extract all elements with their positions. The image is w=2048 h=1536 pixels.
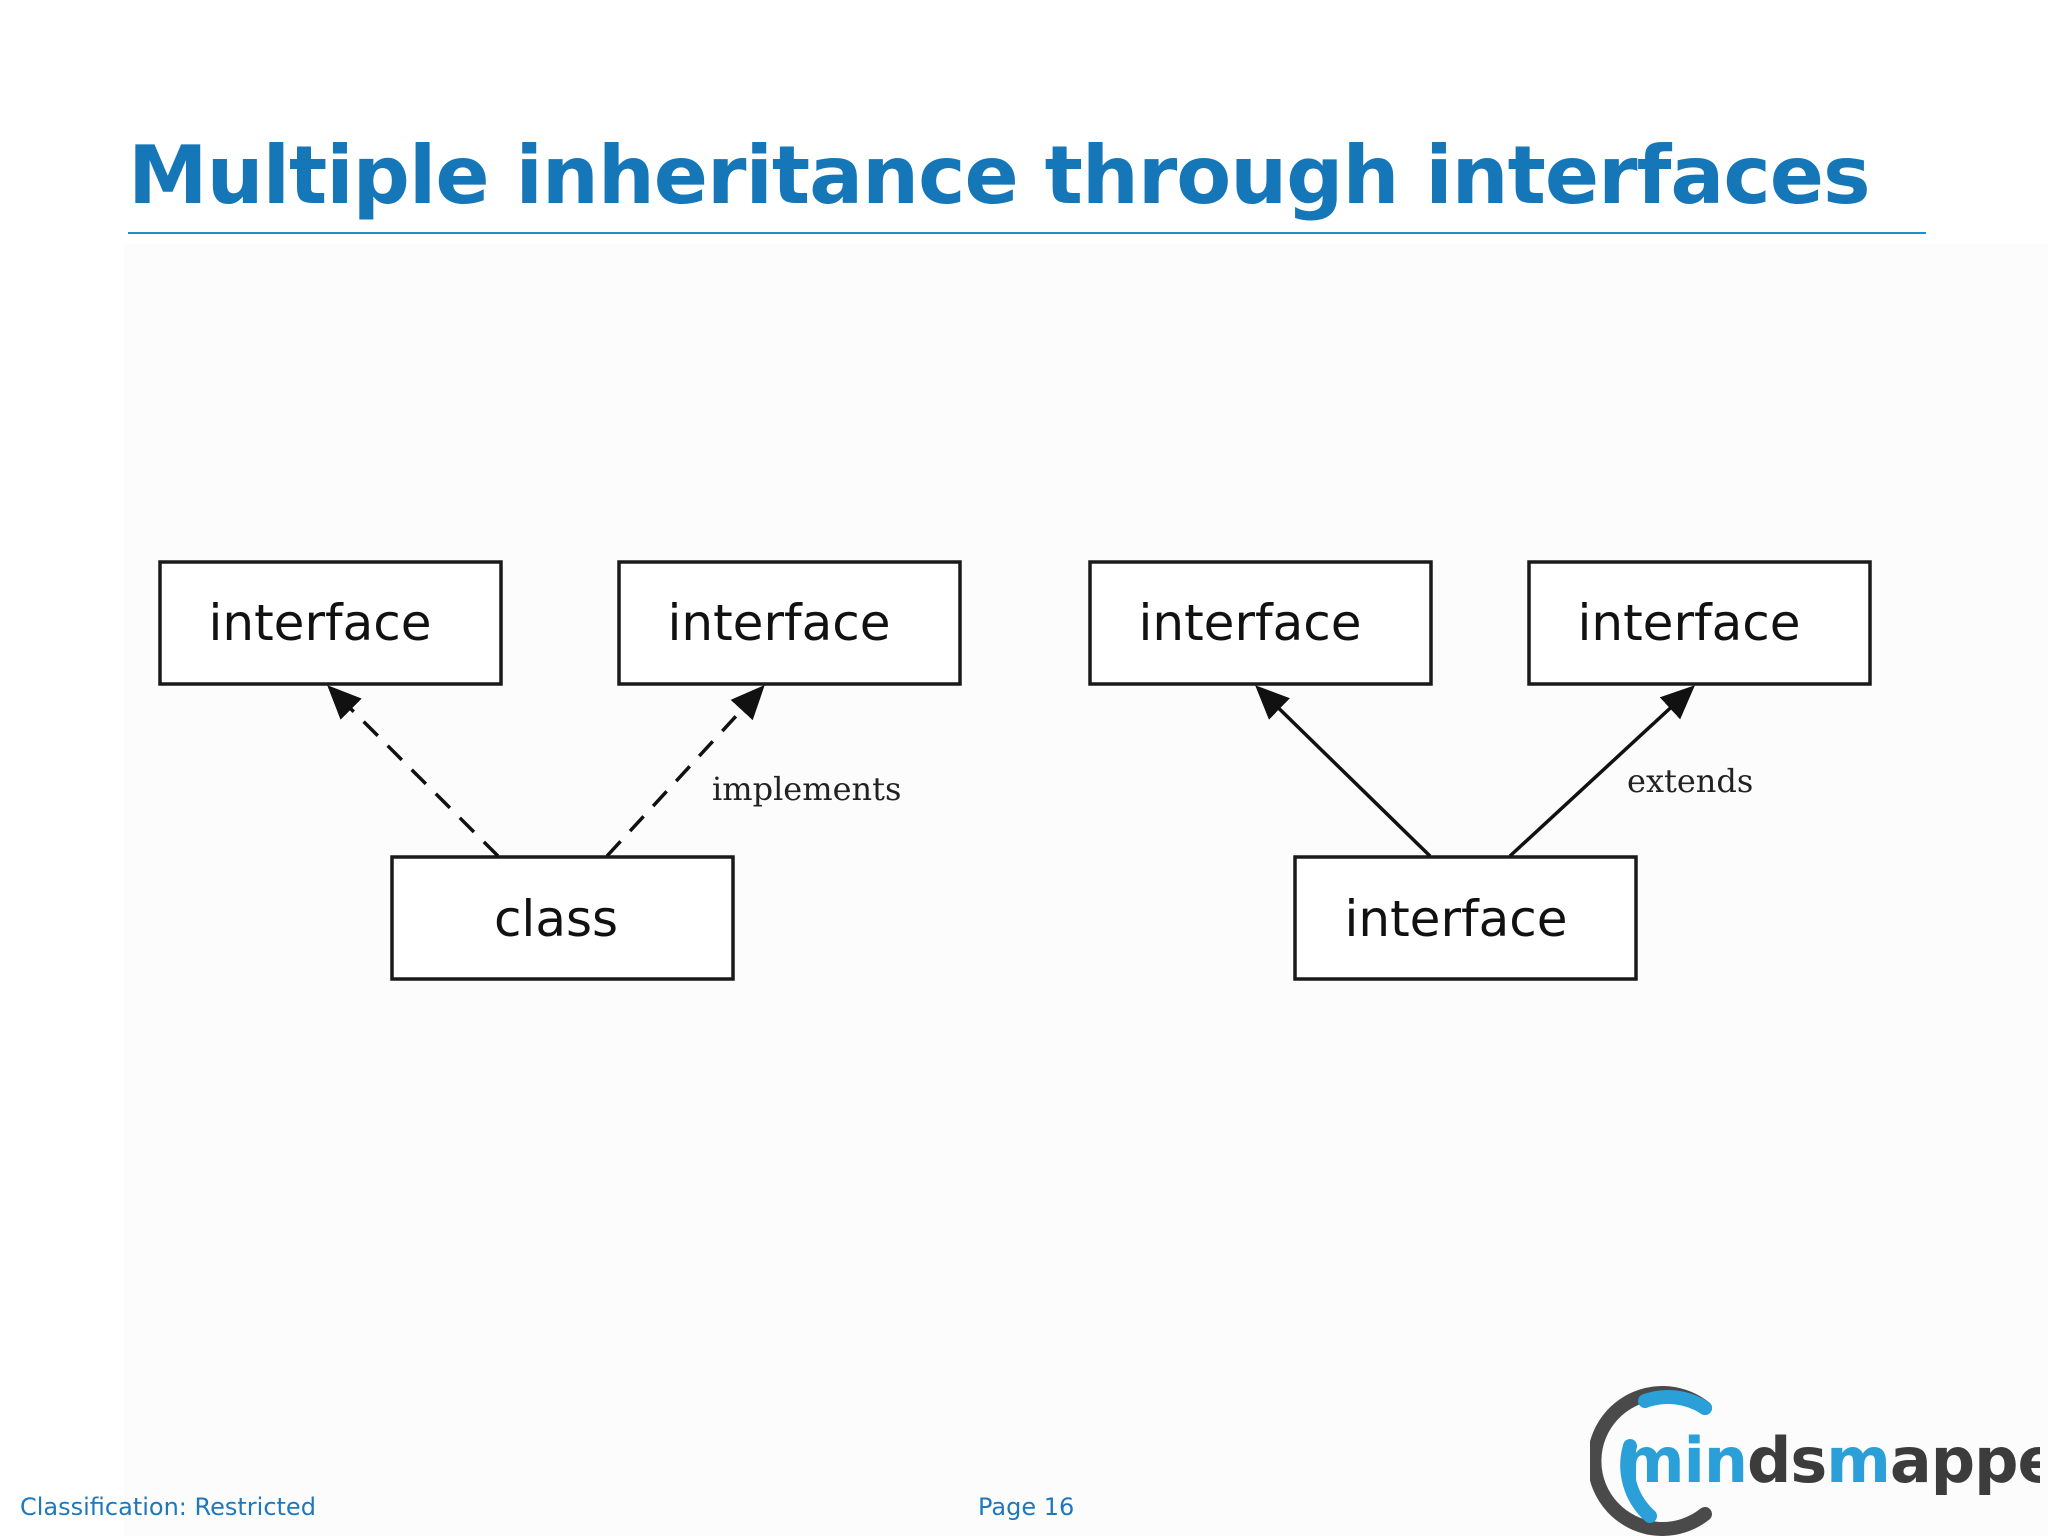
right-group: interface interface interface extends <box>1088 560 1872 981</box>
interface-box-label: interface <box>1578 594 1801 652</box>
mindsmapped-logo: mindsmapped <box>1590 1386 2040 1536</box>
interface-box: interface <box>1088 560 1433 686</box>
page-number: Page 16 <box>978 1493 1075 1521</box>
interface-box: interface <box>617 560 962 686</box>
class-box-label: class <box>494 890 618 948</box>
logo-text-ds: ds <box>1747 1424 1826 1497</box>
svg-text:mindsmapped: mindsmapped <box>1620 1424 2040 1497</box>
implements-label: implements <box>712 770 901 808</box>
implements-arrow-left <box>327 685 500 858</box>
interface-box: interface <box>1527 560 1872 686</box>
extends-arrow-right <box>1508 685 1695 858</box>
interface-box-label: interface <box>668 594 891 652</box>
logo-text-m: m <box>1826 1424 1890 1497</box>
extends-arrow-left <box>1255 685 1432 858</box>
implements-arrow-right <box>605 685 765 858</box>
slide-title: Multiple inheritance through interfaces <box>128 129 1871 222</box>
extends-label: extends <box>1627 762 1753 800</box>
interface-box: interface <box>158 560 503 686</box>
interface-box-label: interface <box>1139 594 1362 652</box>
interface-box-label: interface <box>209 594 432 652</box>
title-underline <box>128 232 1926 234</box>
child-interface-box-label: interface <box>1345 890 1568 948</box>
logo-text-min: min <box>1620 1424 1747 1497</box>
left-group: interface interface class implements <box>158 560 962 981</box>
logo-text-apped: apped <box>1890 1424 2040 1497</box>
classification-label: Classification: Restricted <box>20 1493 316 1521</box>
class-box: class <box>390 855 735 981</box>
child-interface-box: interface <box>1293 855 1638 981</box>
